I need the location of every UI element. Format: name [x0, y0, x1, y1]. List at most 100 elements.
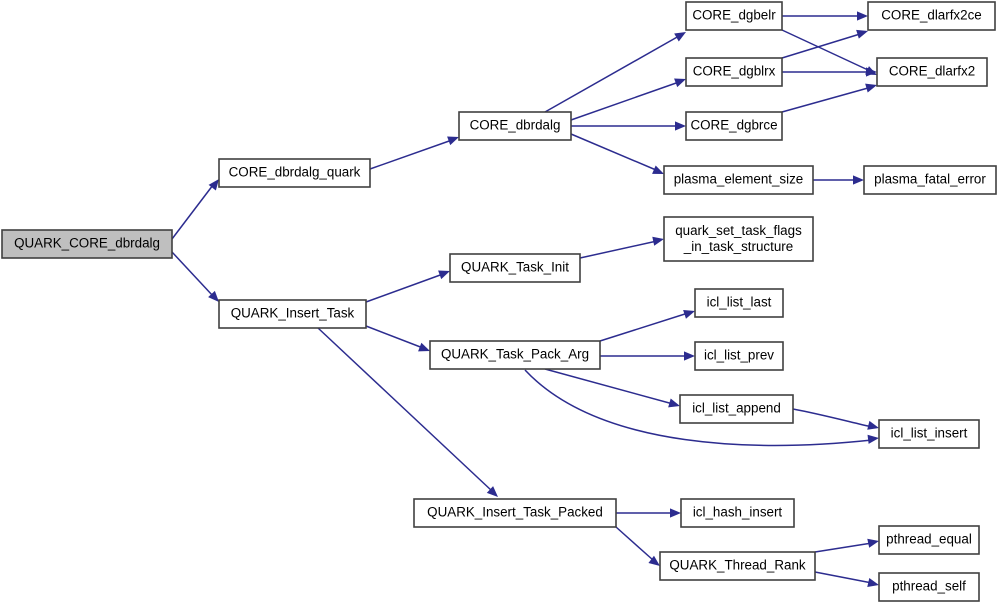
arrow-head-icon	[438, 270, 450, 280]
node-box[interactable]	[878, 419, 980, 449]
node-box[interactable]	[218, 299, 367, 329]
node-box[interactable]	[685, 57, 783, 87]
graph-node-icl_list_append[interactable]: icl_list_append	[679, 394, 794, 424]
node-box[interactable]	[867, 1, 996, 31]
edge-line	[599, 312, 689, 342]
arrow-head-icon	[674, 32, 686, 42]
arrow-head-icon	[684, 351, 695, 361]
node-box[interactable]	[878, 525, 980, 555]
edge-line	[369, 139, 453, 170]
arrow-head-icon	[675, 121, 686, 131]
call-edge	[579, 236, 664, 259]
node-label: plasma_fatal_error	[874, 172, 986, 187]
node-box[interactable]	[458, 111, 572, 141]
call-edge	[615, 526, 660, 566]
graph-node-icl_list_last[interactable]: icl_list_last	[694, 288, 784, 318]
node-label: icl_list_prev	[704, 348, 774, 363]
node-label: CORE_dbrdalg_quark	[229, 165, 361, 180]
node-box[interactable]	[449, 253, 581, 283]
graph-node-core_dgbrce[interactable]: CORE_dgbrce	[685, 111, 783, 141]
arrow-head-icon	[208, 179, 219, 191]
node-label: icl_hash_insert	[693, 505, 783, 520]
edge-line	[781, 33, 861, 59]
graph-node-core_dlarfx2ce[interactable]: CORE_dlarfx2ce	[867, 1, 996, 31]
call-edge	[570, 78, 686, 121]
call-edge	[570, 133, 664, 174]
arrow-head-icon	[418, 342, 430, 352]
node-label: QUARK_CORE_dbrdalg	[14, 236, 160, 251]
graph-node-plasma_fatal_error[interactable]: plasma_fatal_error	[863, 165, 997, 195]
arrow-head-icon	[867, 420, 879, 430]
graph-node-core_dbrdalg_quark[interactable]: CORE_dbrdalg_quark	[218, 158, 371, 188]
node-box[interactable]	[663, 216, 814, 262]
call-edge	[171, 251, 219, 302]
graph-node-core_dbrdalg[interactable]: CORE_dbrdalg	[458, 111, 572, 141]
graph-node-pthread_equal[interactable]: pthread_equal	[878, 525, 980, 555]
arrow-head-icon	[674, 78, 686, 88]
node-box[interactable]	[694, 288, 784, 318]
call-edge	[814, 571, 879, 588]
node-label: QUARK_Thread_Rank	[669, 558, 806, 573]
node-box[interactable]	[878, 572, 980, 602]
node-box[interactable]	[694, 341, 784, 371]
call-edge	[571, 121, 686, 131]
graph-node-icl_list_prev[interactable]: icl_list_prev	[694, 341, 784, 371]
node-box[interactable]	[1, 229, 173, 259]
call-edge	[781, 29, 868, 59]
node-box[interactable]	[685, 1, 783, 31]
node-label: CORE_dgblrx	[693, 64, 776, 79]
node-label: pthread_equal	[886, 532, 972, 547]
node-box[interactable]	[863, 165, 997, 195]
node-label: CORE_dbrdalg	[470, 118, 561, 133]
call-edge	[369, 136, 459, 170]
edge-line	[570, 81, 680, 121]
graph-node-quark_task_init[interactable]: QUARK_Task_Init	[449, 253, 581, 283]
node-box[interactable]	[429, 340, 601, 370]
node-box[interactable]	[876, 57, 988, 87]
graph-node-quark_insert_task[interactable]: QUARK_Insert_Task	[218, 299, 367, 329]
graph-node-icl_hash_insert[interactable]: icl_hash_insert	[680, 498, 795, 528]
arrow-head-icon	[670, 508, 681, 518]
arrow-head-icon	[857, 11, 868, 21]
edge-line	[544, 368, 674, 405]
graph-node-pthread_self[interactable]: pthread_self	[878, 572, 980, 602]
arrow-head-icon	[867, 538, 879, 548]
edge-line	[570, 133, 657, 171]
node-label: pthread_self	[892, 579, 966, 594]
node-label: icl_list_last	[707, 295, 772, 310]
edge-line	[814, 542, 873, 553]
call-edge	[365, 325, 430, 352]
graph-node-core_dgblrx[interactable]: CORE_dgblrx	[685, 57, 783, 87]
graph-node-core_dgbelr[interactable]: CORE_dgbelr	[685, 1, 783, 31]
arrow-head-icon	[652, 236, 664, 246]
graph-node-core_dlarfx2[interactable]: CORE_dlarfx2	[876, 57, 988, 87]
arrow-head-icon	[648, 555, 660, 566]
edge-line	[615, 526, 654, 561]
graph-node-quark_thread_rank[interactable]: QUARK_Thread_Rank	[659, 551, 816, 581]
call-edge	[781, 83, 877, 113]
call-edge	[544, 32, 686, 113]
arrow-head-icon	[853, 175, 864, 185]
node-box[interactable]	[685, 111, 783, 141]
node-label: QUARK_Insert_Task	[231, 306, 355, 321]
edge-line	[171, 184, 214, 240]
node-box[interactable]	[680, 498, 795, 528]
node-box[interactable]	[413, 498, 617, 528]
call-edge	[813, 175, 864, 185]
call-edge	[365, 270, 450, 303]
node-box[interactable]	[659, 551, 816, 581]
graph-node-icl_list_insert[interactable]: icl_list_insert	[878, 419, 980, 449]
graph-node-quark_core_dbrdalg[interactable]: QUARK_CORE_dbrdalg	[1, 229, 173, 259]
graph-node-quark_insert_task_packed[interactable]: QUARK_Insert_Task_Packed	[413, 498, 617, 528]
graph-node-quark_set_task_flags[interactable]: quark_set_task_flags_in_task_structure	[663, 216, 814, 262]
call-edge	[782, 67, 877, 77]
node-box[interactable]	[679, 394, 794, 424]
graph-node-quark_task_pack_arg[interactable]: QUARK_Task_Pack_Arg	[429, 340, 601, 370]
node-box[interactable]	[663, 165, 814, 195]
edge-line	[171, 251, 214, 297]
node-box[interactable]	[218, 158, 371, 188]
call-edge	[317, 327, 498, 497]
graph-node-plasma_element_size[interactable]: plasma_element_size	[663, 165, 814, 195]
